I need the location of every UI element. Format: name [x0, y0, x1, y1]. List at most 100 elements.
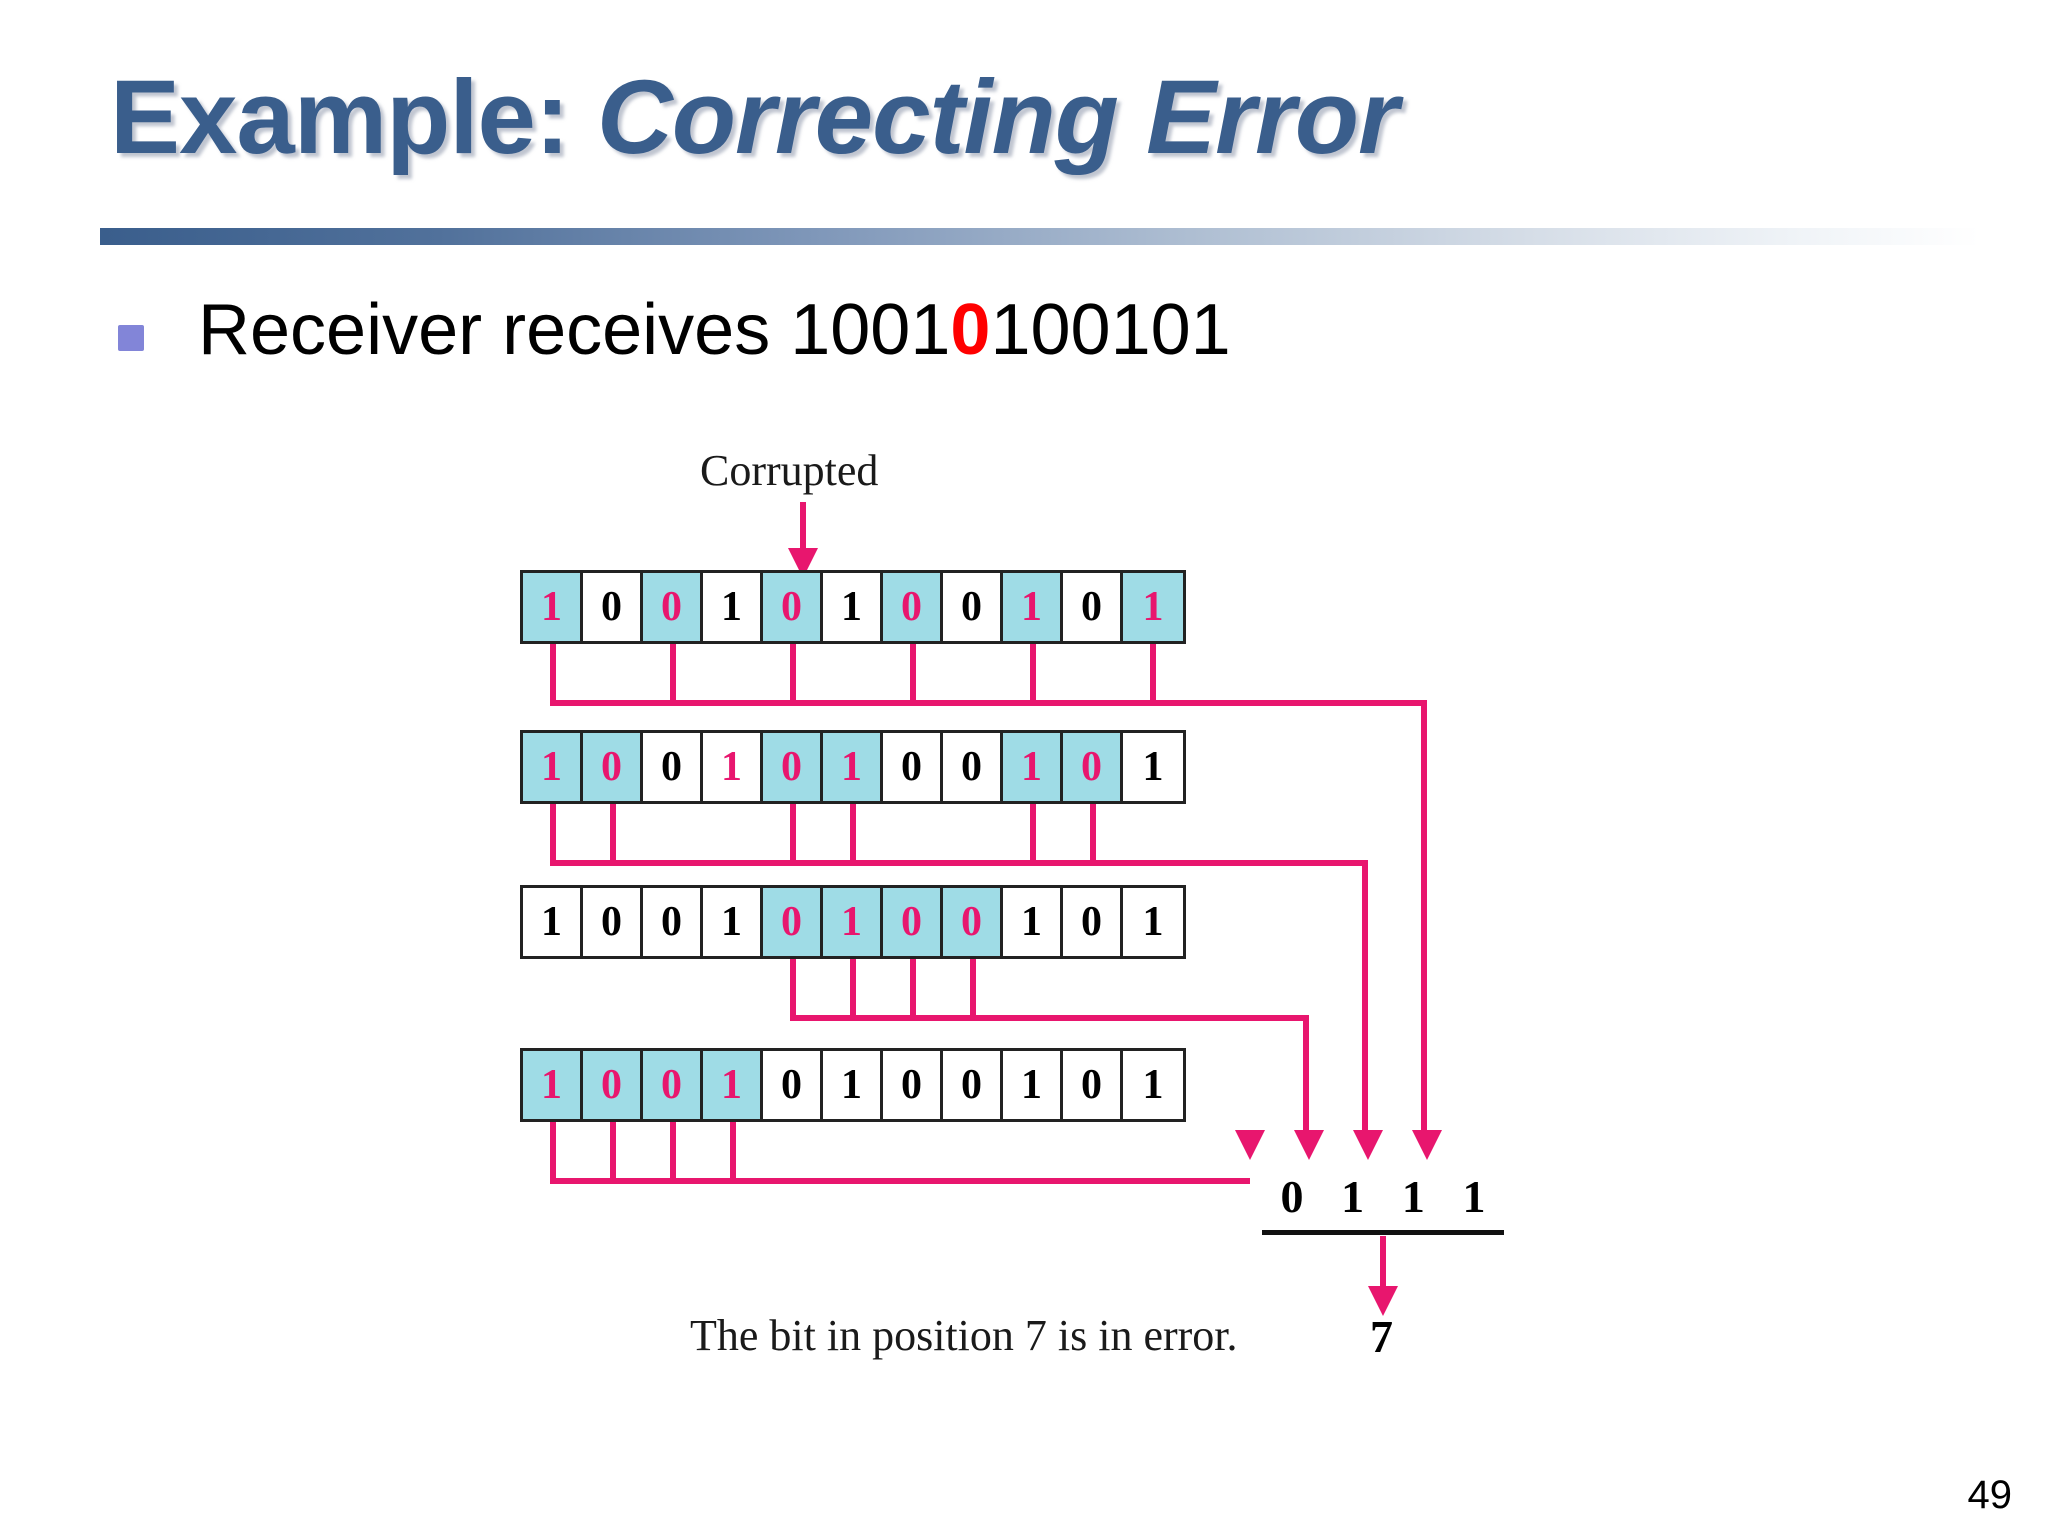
parity-tap-stub [670, 1122, 676, 1178]
parity-tap-stub [550, 644, 556, 700]
bit-cell: 0 [583, 733, 643, 801]
bit-cell: 1 [1123, 1051, 1183, 1119]
parity-bus [550, 1178, 1250, 1184]
bit-cell: 0 [1063, 573, 1123, 641]
parity-drop [1362, 860, 1368, 1130]
bit-cell: 1 [1003, 1051, 1063, 1119]
bit-cell: 1 [1123, 573, 1183, 641]
bit-cell: 0 [1063, 1051, 1123, 1119]
bit-cell: 0 [643, 888, 703, 956]
bit-cell: 1 [523, 888, 583, 956]
syndrome-digit: 1 [1341, 1171, 1365, 1222]
bit-cell: 0 [763, 733, 823, 801]
bit-cell: 0 [643, 573, 703, 641]
bit-cell: 0 [883, 888, 943, 956]
parity-arrow-head [1294, 1130, 1324, 1160]
page-title-main: Example: [110, 59, 598, 176]
bit-cell: 0 [583, 1051, 643, 1119]
parity-bus [550, 700, 1427, 706]
parity-tap-stub [1030, 644, 1036, 700]
parity-tap-stub [850, 959, 856, 1015]
bit-cell: 0 [643, 1051, 703, 1119]
bit-cell: 1 [823, 888, 883, 956]
parity-tap-stub [670, 644, 676, 700]
parity-arrow-head [1235, 1130, 1265, 1160]
bit-cell: 1 [1003, 733, 1063, 801]
bit-cell: 1 [1123, 888, 1183, 956]
bit-cell: 0 [583, 573, 643, 641]
parity-tap-stub [970, 959, 976, 1015]
syndrome-digit: 0 [1280, 1171, 1304, 1222]
parity-arrow-head [1412, 1130, 1442, 1160]
bit-cell: 0 [883, 733, 943, 801]
parity-tap-stub [790, 644, 796, 700]
bit-cell: 1 [523, 1051, 583, 1119]
bit-cell: 0 [763, 573, 823, 641]
page-number: 49 [1967, 1473, 2013, 1517]
parity-bus [790, 1015, 1309, 1021]
parity-tap-stub [610, 804, 616, 860]
parity-tap-stub [610, 1122, 616, 1178]
bit-cell: 0 [763, 1051, 823, 1119]
result-arrow-stem [1380, 1236, 1386, 1291]
parity-tap-stub [730, 1122, 736, 1178]
parity-tap-stub [1090, 804, 1096, 860]
syndrome-divider [1262, 1230, 1504, 1235]
syndrome-digit: 1 [1462, 1171, 1486, 1222]
corrupted-arrow-stem [800, 502, 806, 554]
bit-cell: 0 [883, 1051, 943, 1119]
parity-drop [1303, 1015, 1309, 1130]
parity-tap-stub [550, 804, 556, 860]
bit-cell: 1 [523, 733, 583, 801]
parity-tap-stub [550, 1122, 556, 1178]
parity-drop [1421, 700, 1427, 1130]
bit-cell: 1 [703, 733, 763, 801]
bit-cell: 1 [1003, 573, 1063, 641]
parity-tap-stub [850, 804, 856, 860]
bullet-item-label: Receiver receives 10010100101 [198, 285, 1231, 375]
parity-tap-stub [910, 959, 916, 1015]
bullet-text-after: 100101 [990, 290, 1231, 370]
parity-tap-stub [910, 644, 916, 700]
bit-cell: 1 [523, 573, 583, 641]
figure-caption-answer: 7 [1370, 1311, 1393, 1362]
page-title: Example: Correcting Error [110, 48, 1910, 188]
bullet-error-bit: 0 [950, 290, 991, 370]
page-title-emphasis: Correcting Error [597, 59, 1399, 176]
bit-cell: 0 [643, 733, 703, 801]
parity-arrow-head [1353, 1130, 1383, 1160]
bit-cell: 1 [823, 733, 883, 801]
parity-bus [550, 860, 1368, 866]
bit-cell: 1 [1003, 888, 1063, 956]
parity-tap-stub [790, 959, 796, 1015]
bit-cell: 1 [703, 888, 763, 956]
bit-cell: 0 [943, 733, 1003, 801]
bit-cell: 1 [703, 1051, 763, 1119]
bit-cell: 0 [1063, 888, 1123, 956]
bit-cell: 0 [943, 888, 1003, 956]
figure-caption: The bit in position 7 is in error. [690, 1311, 1238, 1360]
bit-cell: 0 [1063, 733, 1123, 801]
bit-cell: 1 [823, 1051, 883, 1119]
result-arrow-head [1368, 1286, 1398, 1316]
bit-cell: 0 [763, 888, 823, 956]
bit-cell: 1 [703, 573, 763, 641]
bit-cell: 0 [943, 1051, 1003, 1119]
bit-cell: 1 [1123, 733, 1183, 801]
title-divider [100, 228, 1980, 245]
syndrome-digit: 1 [1401, 1171, 1425, 1222]
parity-tap-stub [1030, 804, 1036, 860]
bit-cell: 0 [943, 573, 1003, 641]
bullet-text-before: Receiver receives 1001 [198, 290, 951, 370]
bit-cell: 1 [823, 573, 883, 641]
parity-tap-stub [1150, 644, 1156, 700]
bit-cell: 0 [583, 888, 643, 956]
bullet-square-icon [118, 325, 144, 351]
corrupted-label: Corrupted [700, 446, 879, 495]
